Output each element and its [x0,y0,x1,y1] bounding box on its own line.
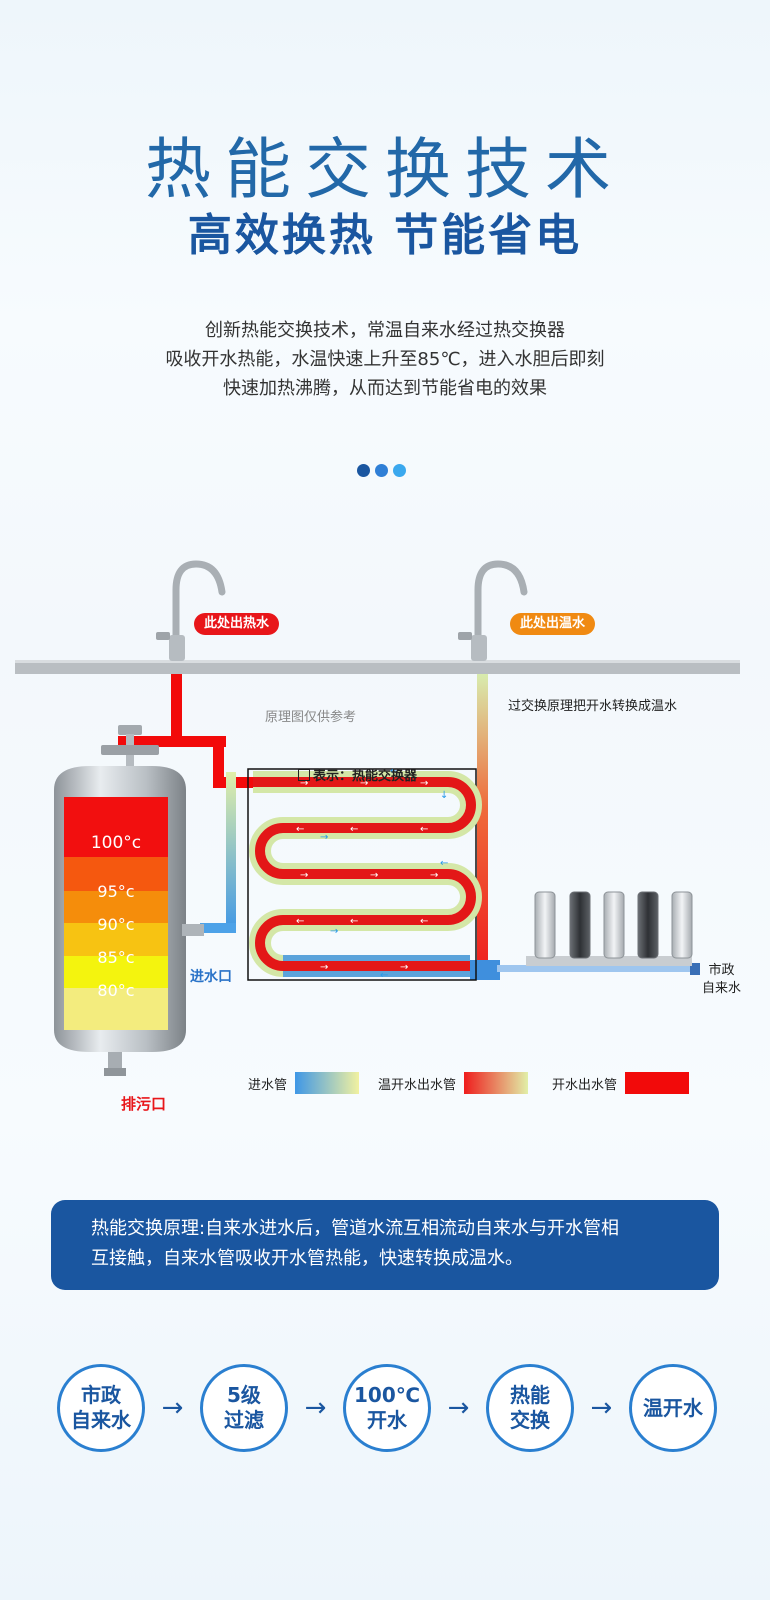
svg-text:←: ← [350,916,358,927]
principle-line: 互接触，自来水管吸收开水管热能，快速转换成温水。 [91,1248,523,1269]
svg-text:→: → [300,870,308,881]
page-subtitle: 高效换热 节能省电 [187,210,583,261]
legend-label: 开水出水管 [552,1077,618,1093]
boiling-tank [54,725,204,1076]
temp-label: 80°c [97,981,135,1000]
temp-label: 85°c [97,948,135,967]
legend-warm: 温开水出水管 [378,1072,529,1094]
flow-step-line: 热能 [509,1383,550,1407]
countertop [15,660,740,674]
flow-step-line: 自来水 [71,1408,131,1432]
legend-inlet: 进水管 [248,1072,360,1094]
intro-line: 创新热能交换技术，常温自来水经过热交换器 [205,320,565,341]
principle-box: 热能交换原理:自来水进水后，管道水流互相流动自来水与开水管相 互接触，自来水管吸… [51,1200,719,1290]
flow-step: 市政自来水 [57,1364,145,1452]
city-water-label: 市政 自来水 [702,962,741,998]
svg-text:←: ← [440,858,448,869]
svg-text:←: ← [296,824,304,835]
svg-text:→: → [400,962,408,973]
legend-swatch [295,1072,360,1094]
exchanger-coil: →→→ ←←← →→→ ←←← →→ ←↓ →← →← [249,766,482,981]
legend-swatch [464,1072,529,1094]
exchanger-box [247,768,477,981]
inlet-label: 进水口 [190,969,232,985]
legend-hot: 开水出水管 [552,1072,690,1094]
flow-step-line: 温开水 [642,1395,703,1420]
arrow-right-icon: → [590,1393,613,1423]
flow-step-line: 5级 [227,1383,261,1407]
arrow-right-icon: → [447,1393,470,1423]
arrow-right-icon: → [304,1393,327,1423]
flow-step: 温开水 [628,1364,717,1452]
warm-faucet-icon [458,560,528,661]
hot-faucet-icon [156,560,226,661]
temp-label: 95°c [97,882,135,901]
svg-text:→: → [420,778,428,789]
flow-step: 5级过滤 [199,1364,288,1452]
svg-text:←: ← [380,970,388,981]
exchanger-legend-text: 表示：热能交换器 [313,769,418,784]
warm-water-pipe [477,674,488,974]
dot-icon [393,464,406,477]
temp-label: 100°c [90,833,142,853]
svg-text:→: → [360,778,368,789]
svg-text:→: → [330,926,338,937]
svg-text:←: ← [420,824,428,835]
inlet-pipe [470,960,700,980]
intro-line: 快速加热沸腾，从而达到节能省电的效果 [223,378,547,399]
flow-step-line: 100℃ [353,1383,420,1407]
dot-icon [375,464,388,477]
conversion-note: 过交换原理把开水转换成温水 [508,699,678,714]
principle-line: 热能交换原理:自来水进水后，管道水流互相流动自来水与开水管相 [91,1218,620,1239]
decorative-dots [357,464,406,477]
city-water-line: 市政 [708,963,735,978]
hot-water-tag: 此处出热水 [194,613,280,635]
warm-water-tag: 此处出温水 [510,613,596,635]
svg-text:↓: ↓ [440,790,448,801]
legend-swatch [625,1072,690,1094]
intro-line: 吸收开水热能，水温快速上升至85℃，进入水胆后即刻 [165,349,605,370]
exchanger-legend: 表示：热能交换器 [298,765,417,784]
flow-step-line: 市政 [81,1383,121,1407]
flow-step-line: 过滤 [223,1408,264,1432]
reference-note: 原理图仅供参考 [265,710,357,725]
heat-exchange-diagram: →→→ ←←← →→→ ←←← →→ ←↓ →← →← [15,560,740,1076]
flow-step: 热能交换 [485,1364,574,1452]
square-icon [298,768,310,781]
drain-label: 排污口 [121,1095,167,1113]
svg-text:←: ← [420,916,428,927]
filter-set [526,891,693,966]
svg-text:←: ← [390,766,398,777]
svg-text:→: → [320,962,328,973]
city-water-line: 自来水 [702,981,742,996]
tank-inlet-pipe [200,772,236,933]
dot-icon [357,464,370,477]
svg-text:→: → [320,832,328,843]
page-title: 热能交换技术 [145,131,625,208]
svg-text:←: ← [296,916,304,927]
svg-text:→: → [370,870,378,881]
flow-step-line: 交换 [509,1408,550,1432]
intro-text: 创新热能交换技术，常温自来水经过热交换器 吸收开水热能，水温快速上升至85℃，进… [0,316,770,403]
countertop-highlight [15,660,740,663]
temp-label: 90°c [97,915,135,934]
legend-label: 进水管 [248,1077,288,1093]
svg-text:←: ← [350,824,358,835]
arrow-right-icon: → [161,1393,184,1423]
legend-label: 温开水出水管 [378,1077,457,1093]
flow-step-line: 开水 [366,1408,407,1432]
svg-text:→: → [300,778,308,789]
svg-text:→: → [430,870,438,881]
